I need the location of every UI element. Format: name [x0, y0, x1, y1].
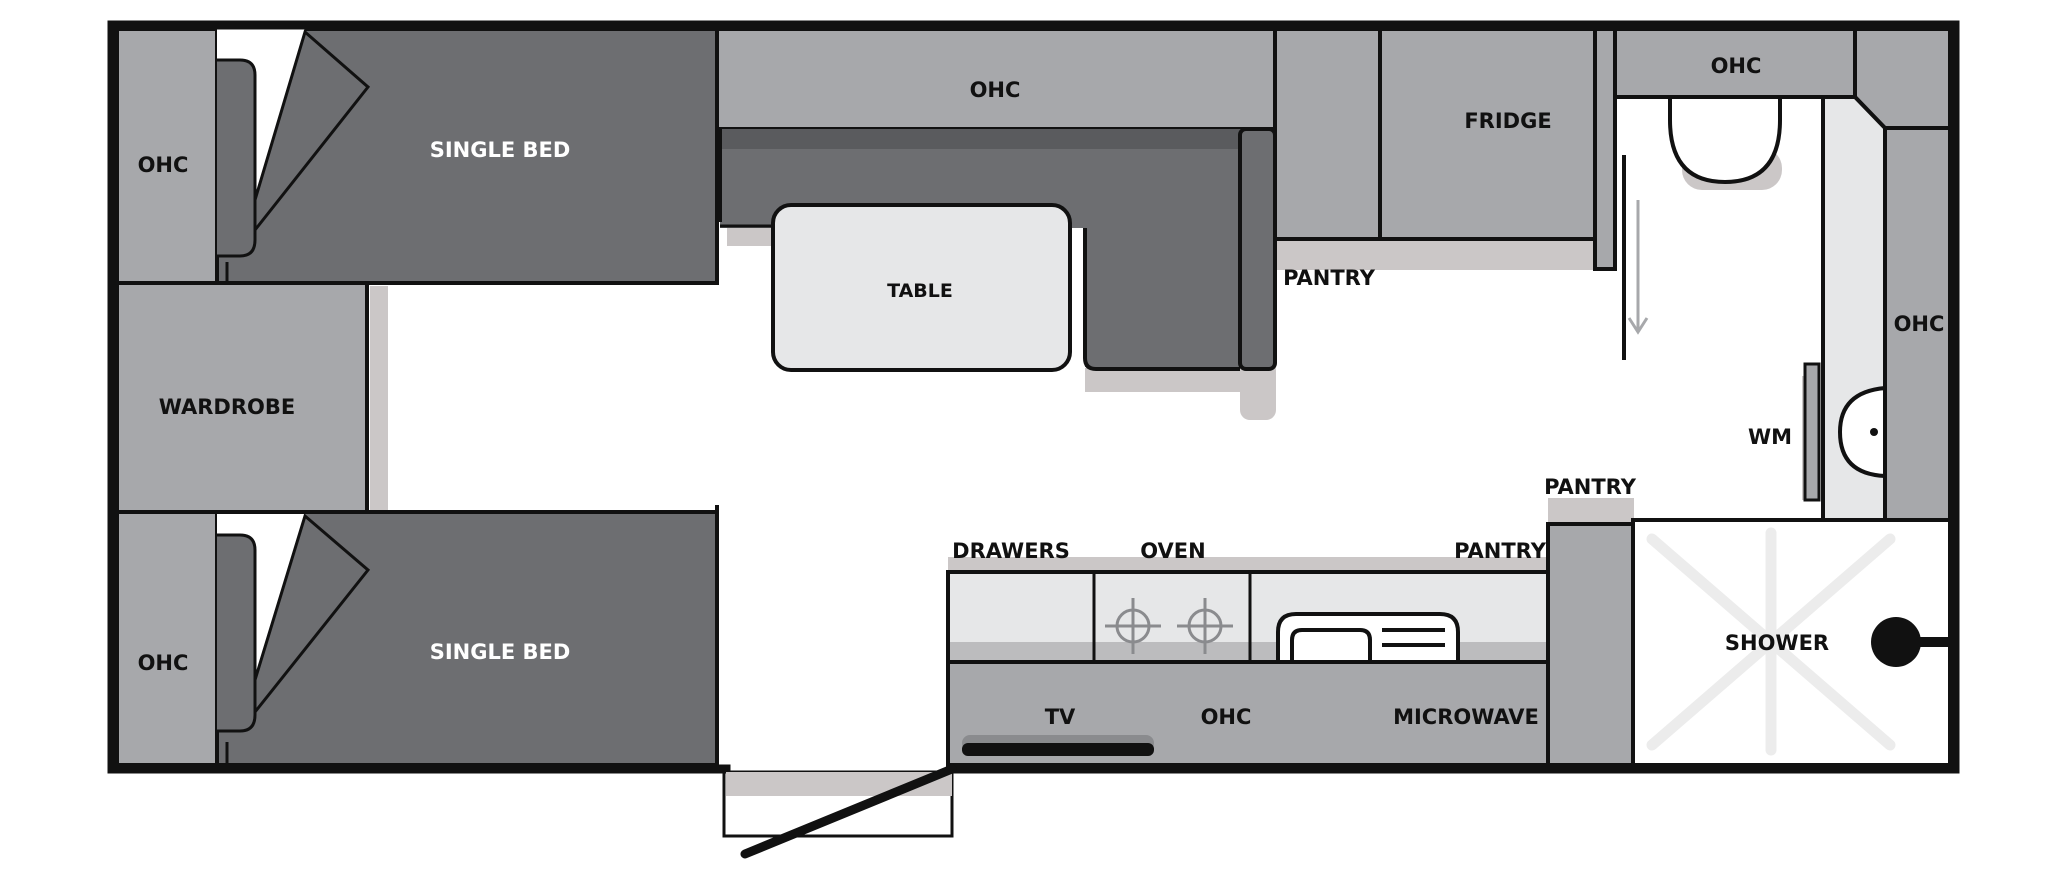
cooktop-burner-icon — [1177, 598, 1233, 654]
entry-door — [740, 764, 957, 859]
label-ohc-top-center: OHC — [970, 78, 1021, 102]
dinette-backrest — [1238, 127, 1277, 371]
label-fridge: FRIDGE — [1464, 109, 1551, 133]
pantry-upper — [1273, 27, 1382, 241]
label-single-bed-top: SINGLE BED — [430, 138, 571, 162]
label-microwave: MICROWAVE — [1393, 705, 1539, 729]
fridge — [1378, 27, 1597, 241]
label-pantry-upper: PANTRY — [1283, 266, 1376, 290]
label-drawers: DRAWERS — [952, 539, 1070, 563]
pillow-top-bed — [217, 58, 257, 258]
label-shower: SHOWER — [1725, 631, 1829, 655]
tv-screen — [962, 743, 1154, 756]
pillow-bottom-bed — [217, 533, 257, 733]
shower-floor-drain-lines — [1646, 527, 1896, 756]
label-ohc-bottom-left: OHC — [138, 651, 189, 675]
toilet — [1668, 95, 1782, 185]
label-wardrobe: WARDROBE — [159, 395, 295, 419]
slide-direction-arrow-icon — [1627, 200, 1649, 335]
label-ohc-right: OHC — [1894, 312, 1945, 336]
dinette-seat — [720, 129, 1240, 367]
label-ohc-bottom-center: OHC — [1201, 705, 1252, 729]
washing-machine-lid — [1803, 362, 1821, 502]
label-tv: TV — [1045, 705, 1076, 729]
bed-bottom-folded-cover — [253, 513, 371, 717]
label-wm: WM — [1748, 425, 1792, 449]
pantry-kitchen-tall — [1546, 522, 1635, 767]
cooktop-burner-icon — [1105, 598, 1161, 654]
ensuite-wall-panel — [1593, 27, 1617, 271]
outer-walls — [107, 20, 1960, 774]
dining-table — [771, 203, 1072, 372]
label-ohc-top-right: OHC — [1711, 54, 1762, 78]
wardrobe — [115, 281, 369, 514]
bed-top-folded-cover — [253, 29, 371, 235]
label-table: TABLE — [887, 280, 953, 302]
kitchen-sink — [1276, 612, 1460, 662]
label-pantry-mid: PANTRY — [1544, 475, 1637, 499]
basin — [1837, 385, 1887, 479]
label-ohc-top-left: OHC — [138, 153, 189, 177]
label-single-bed-bottom: SINGLE BED — [430, 640, 571, 664]
basin-drain-icon — [1870, 428, 1878, 436]
ohc-cabinet-bottom-left — [115, 510, 219, 767]
label-oven: OVEN — [1140, 539, 1205, 563]
ohc-cabinet-top-right — [1613, 27, 1857, 99]
label-pantry-kitchen: PANTRY — [1454, 539, 1547, 563]
